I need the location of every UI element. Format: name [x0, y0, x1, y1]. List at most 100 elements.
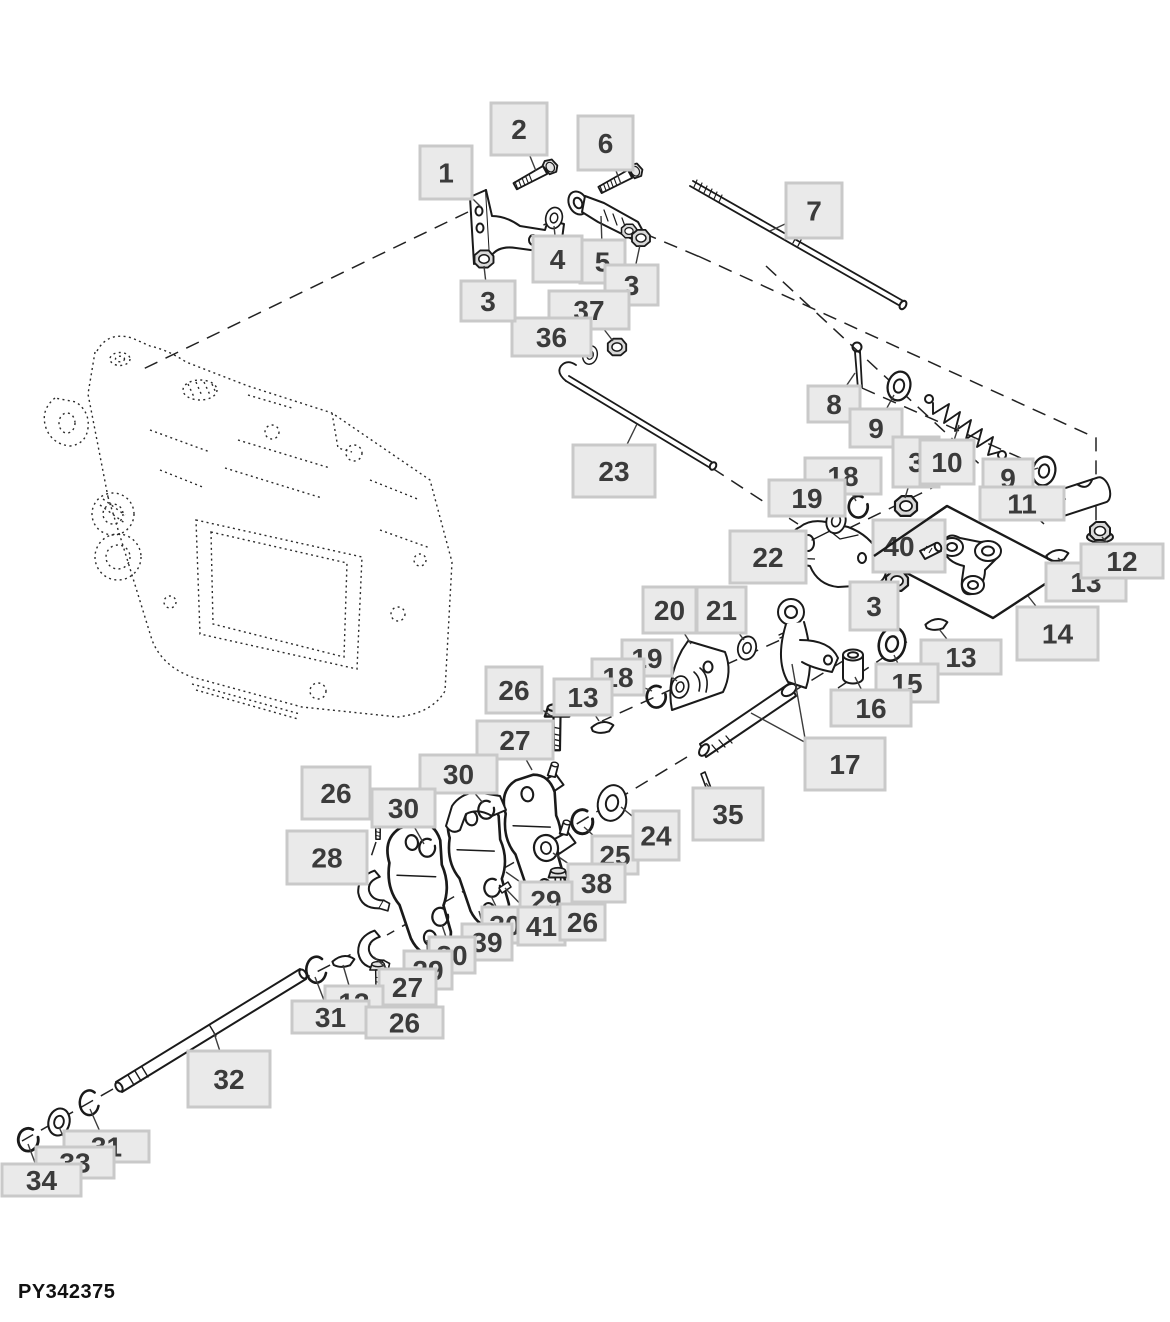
callout-number-3: 3 [480, 286, 496, 317]
callout-box-5 [578, 238, 627, 285]
callout-box-7 [784, 181, 844, 240]
callout-number-10: 10 [931, 447, 962, 478]
part-oring-25 [570, 808, 595, 836]
callout-number-23: 23 [598, 456, 629, 487]
callout-box-6 [576, 114, 635, 172]
callout-box-35 [691, 786, 765, 842]
plate-14-edge-overlay [873, 505, 948, 557]
callout-box-27 [475, 719, 555, 761]
callout-box-24 [631, 809, 681, 862]
callout-box-2 [489, 101, 549, 157]
callout-number-26: 26 [389, 1008, 420, 1039]
part-oring-18b [645, 684, 668, 709]
part-washer-24 [596, 784, 628, 822]
part-lever-17 [698, 598, 839, 758]
part-rod-23 [558, 361, 718, 471]
callout-number-20: 20 [654, 595, 685, 626]
callout-number-21: 21 [706, 595, 737, 626]
part-nut-3b [631, 228, 651, 248]
callout-number-6: 6 [598, 128, 614, 159]
callout-box-26 [484, 665, 544, 715]
callout-number-26: 26 [320, 778, 351, 809]
callout-number-26: 26 [567, 907, 598, 938]
callout-number-14: 14 [1042, 619, 1074, 650]
callout-number-32: 32 [213, 1064, 244, 1095]
housing-outline [43, 335, 453, 720]
part-nut-3a [473, 249, 495, 269]
part-key-13b [923, 615, 949, 634]
callout-number-7: 7 [806, 196, 822, 227]
callout-number-34: 34 [26, 1165, 58, 1196]
callout-number-8: 8 [826, 389, 842, 420]
callout-number-27: 27 [499, 725, 530, 756]
callout-box-28 [285, 829, 369, 886]
callout-box-13 [552, 677, 614, 717]
leader-line-17b [791, 663, 807, 745]
part-pin-40 [919, 541, 943, 560]
callout-box-26 [364, 1005, 445, 1040]
callout-box-21 [695, 585, 748, 635]
part-flange-nut-12 [1086, 521, 1114, 544]
callout-box-12 [1079, 542, 1165, 580]
callout-number-24: 24 [640, 821, 672, 852]
part-cotter-pin-8 [851, 341, 863, 390]
callout-number-26: 26 [498, 675, 529, 706]
part-shaft-32 [114, 968, 308, 1093]
callout-number-41: 41 [526, 911, 557, 942]
callout-box-3 [848, 580, 900, 632]
callout-box-10 [918, 438, 976, 486]
callout-box-31 [290, 999, 371, 1035]
part-bolt-2 [510, 155, 561, 194]
callout-number-3: 3 [866, 591, 882, 622]
callout-number-9: 9 [868, 413, 884, 444]
callout-box-19 [767, 478, 847, 518]
part-key-13a [1044, 546, 1070, 565]
callout-box-22 [728, 529, 808, 585]
callout-number-17: 17 [829, 749, 860, 780]
callout-number-39: 39 [471, 927, 502, 958]
callout-box-3 [459, 279, 517, 323]
callout-box-14 [1015, 605, 1100, 662]
part-nut-37 [606, 337, 628, 357]
callout-box-23 [571, 443, 657, 499]
part-washer-21 [734, 633, 760, 663]
callout-box-30 [418, 753, 499, 795]
callout-number-38: 38 [581, 868, 612, 899]
callout-box-3 [603, 263, 660, 307]
callout-box-30 [370, 787, 437, 829]
callout-box-26 [558, 902, 607, 942]
callout-number-19: 19 [791, 483, 822, 514]
callout-number-2: 2 [511, 114, 527, 145]
callout-number-1: 1 [438, 158, 454, 189]
part-channel-bracket [445, 791, 507, 833]
callout-number-11: 11 [1007, 489, 1037, 520]
callout-box-26 [300, 765, 372, 821]
callout-number-30: 30 [443, 759, 474, 790]
callout-number-31: 31 [315, 1002, 346, 1033]
callout-number-30: 30 [388, 793, 419, 824]
part-oring-18a [847, 494, 870, 519]
callout-number-35: 35 [712, 799, 743, 830]
callout-number-22: 22 [752, 542, 783, 573]
callout-box-16 [829, 688, 913, 728]
part-bushing-16 [842, 648, 864, 685]
part-rod-7 [689, 179, 908, 311]
callout-box-34 [0, 1162, 83, 1198]
callout-number-13: 13 [567, 682, 598, 713]
callout-number-12: 12 [1106, 546, 1137, 577]
callout-number-27: 27 [392, 972, 423, 1003]
part-link-5 [567, 190, 646, 242]
callout-number-13: 13 [945, 642, 976, 673]
callout-box-36 [510, 316, 593, 358]
callout-box-11 [978, 485, 1066, 522]
callout-box-4 [531, 234, 584, 284]
callout-number-4: 4 [550, 244, 566, 275]
callout-box-1 [418, 144, 474, 201]
callout-number-16: 16 [855, 693, 886, 724]
callout-box-32 [186, 1049, 272, 1109]
callout-box-17 [803, 736, 887, 792]
part-code: PY342375 [18, 1281, 116, 1303]
part-nut-3c [893, 495, 919, 518]
